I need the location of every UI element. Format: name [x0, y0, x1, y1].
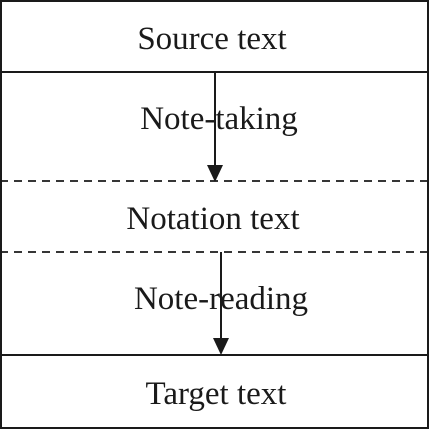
note-taking-label: Note-taking [140, 101, 298, 137]
target-text-label: Target text [146, 376, 287, 412]
source-text-label: Source text [137, 21, 286, 57]
note-reading-label: Note-reading [134, 281, 308, 317]
note-reading-arrow-head [213, 338, 229, 355]
notation-text-label: Notation text [126, 201, 299, 237]
note-taking-arrow-head [207, 165, 223, 182]
